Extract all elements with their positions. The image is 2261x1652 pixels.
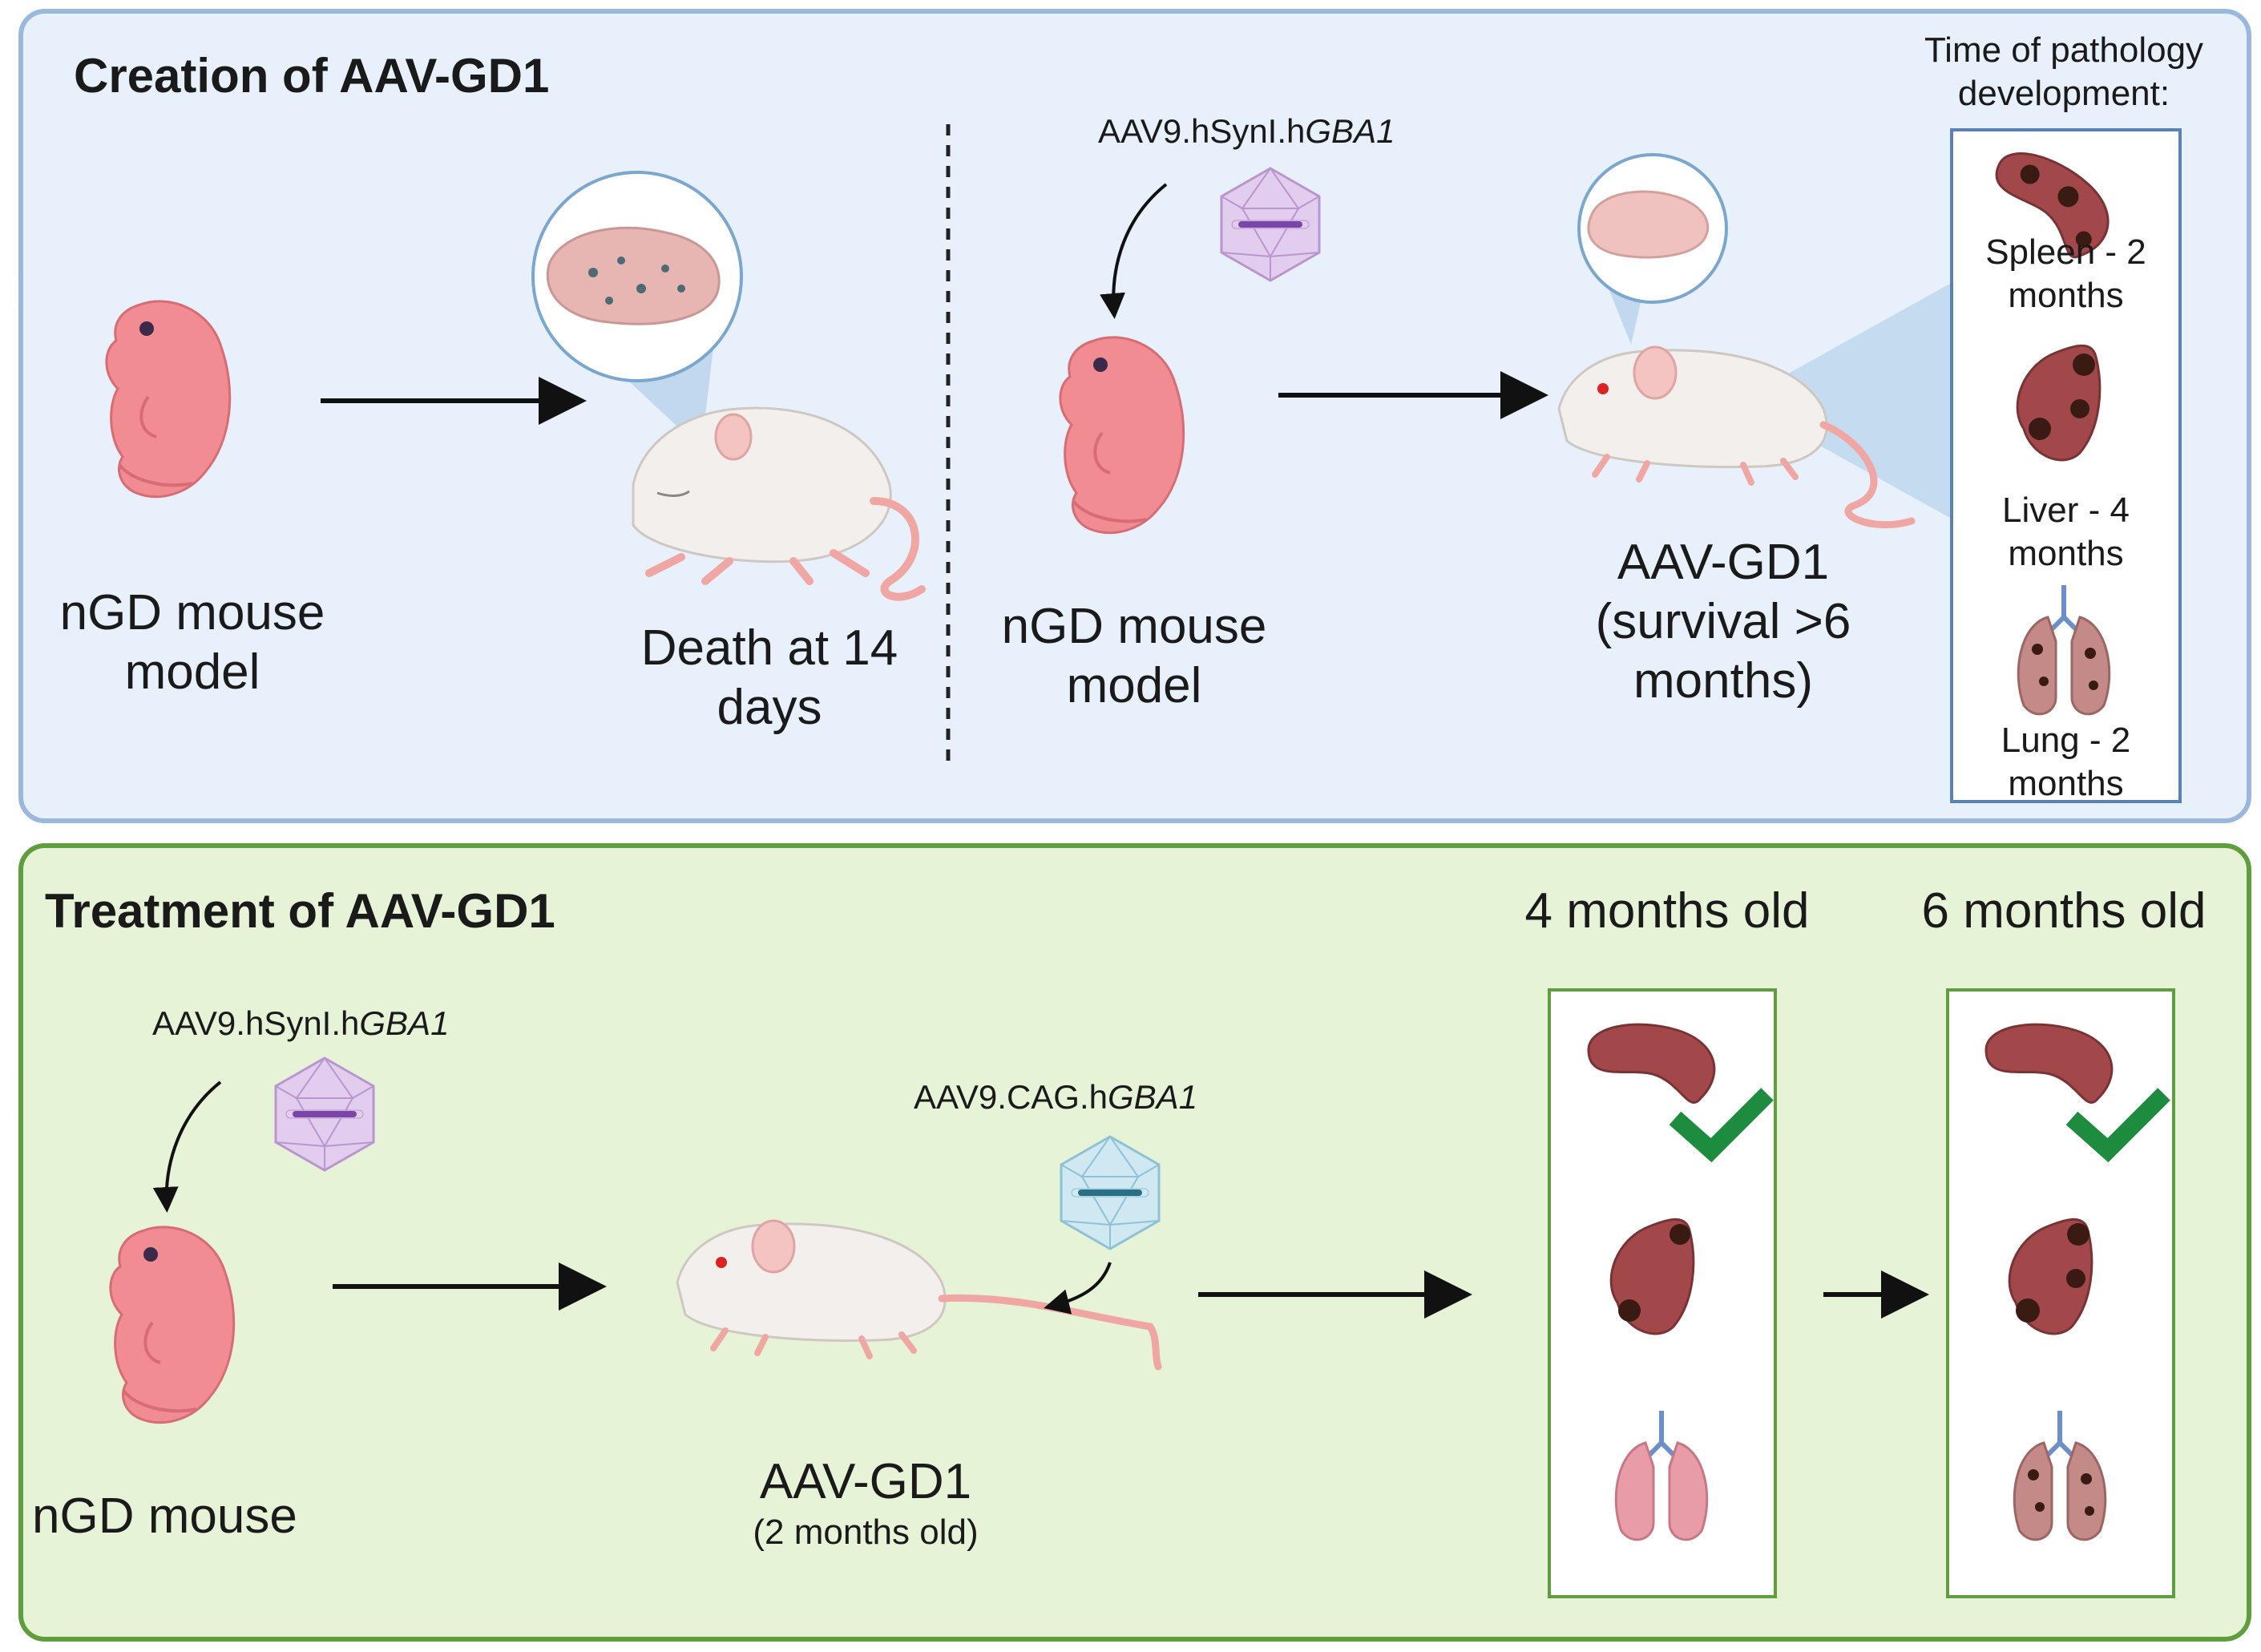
liver-label: Liver - 4 months — [2002, 491, 2130, 573]
pathology-cone — [1739, 281, 1956, 521]
bottom-model-label: nGD mouse — [32, 1488, 297, 1544]
lung-label: Lung - 2 months — [2001, 721, 2131, 803]
six-months-header: 6 months old — [1921, 883, 2206, 939]
healthy-brain-icon — [1587, 190, 1710, 259]
left-model-label: nGD mouse model — [59, 585, 325, 700]
aav-hsyn-capsid-icon — [1220, 167, 1321, 282]
treatment-title: Treatment of AAV-GD1 — [45, 884, 555, 938]
adult-age-label: (2 months old) — [753, 1513, 979, 1552]
vector-label-cag: AAV9.CAG.hGBA1 — [914, 1078, 1198, 1116]
adult-mouse-icon — [677, 1221, 1162, 1371]
aav-hsyn-capsid-icon-2 — [274, 1056, 375, 1172]
diseased-brain-icon — [546, 226, 721, 325]
adult-label: AAV-GD1 — [759, 1454, 972, 1509]
survivor-label: AAV-GD1 (survival >6 months) — [1595, 535, 1851, 709]
pathology-header: Time of pathology development: — [1924, 30, 2204, 113]
survivor-mouse-icon — [1559, 347, 1916, 529]
vector-label-bottom: AAV9.hSynI.hGBA1 — [152, 1004, 450, 1042]
mid-model-label: nGD mouse model — [1001, 599, 1267, 713]
liver-diseased-icon-6m — [2008, 1218, 2093, 1335]
treatment-panel — [18, 843, 2251, 1642]
liver-diseased-icon — [2016, 344, 2102, 462]
death-label: Death at 14 days — [640, 620, 898, 735]
injection-arrow-top — [1100, 183, 1168, 319]
aav-cag-capsid-icon — [1060, 1135, 1161, 1250]
injection-arrow-bottom — [152, 1080, 222, 1213]
spleen-diseased-icon — [1976, 139, 2126, 267]
creation-title: Creation of AAV-GD1 — [74, 49, 550, 103]
check-icon-4m — [1669, 1088, 1774, 1163]
liver-diseased-icon-4m — [1609, 1218, 1695, 1335]
spleen-label: Spleen - 2 months — [1985, 232, 2146, 315]
four-months-header: 4 months old — [1524, 883, 1810, 939]
check-icon-6m — [2065, 1088, 2170, 1163]
injection-arrow-tail — [1044, 1262, 1112, 1315]
vector-label-top: AAV9.hSynI.hGBA1 — [1098, 112, 1395, 150]
